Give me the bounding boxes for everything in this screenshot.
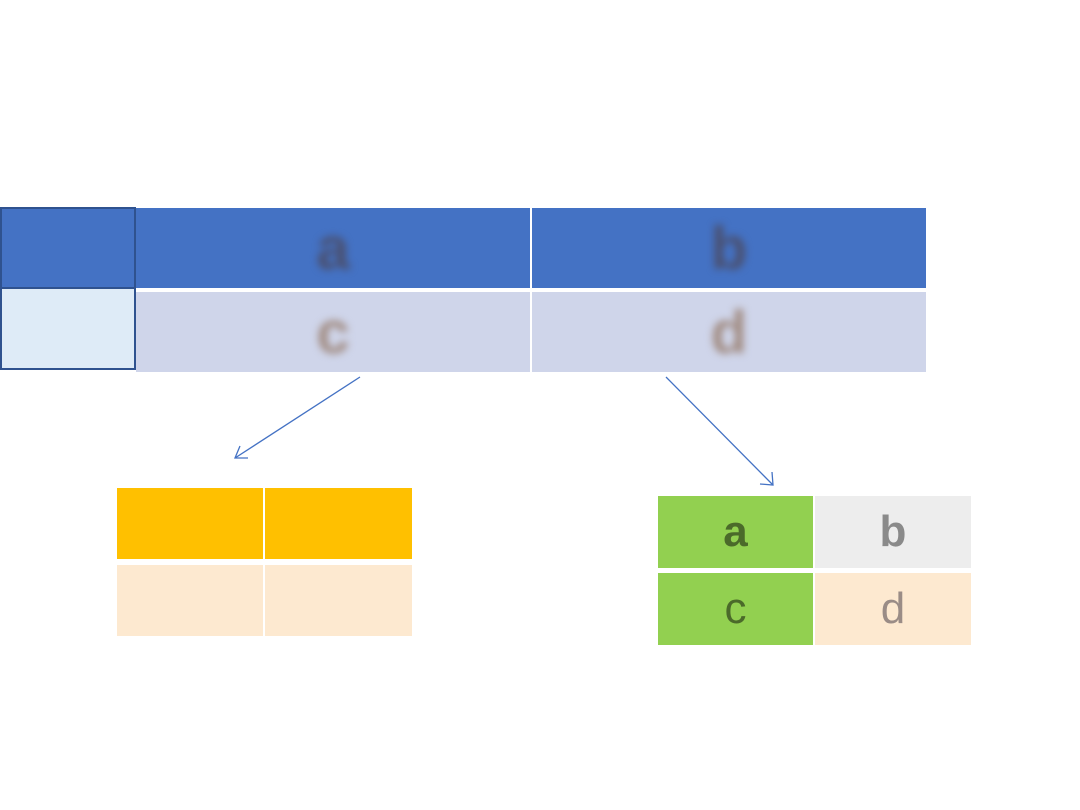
right-table-cell-b: b: [815, 496, 971, 568]
right-table-cell-c: c: [658, 573, 813, 645]
right-table-cell-b-text: b: [879, 507, 907, 556]
right-arrow-line: [665, 376, 774, 486]
right-arrow-head: [759, 471, 774, 486]
right-table-cell-d: d: [815, 573, 971, 645]
main-table-cell-c-text: c: [316, 298, 350, 366]
main-table-cell-a: a: [136, 208, 530, 288]
main-table-row-header-bottom: [0, 289, 136, 370]
right-table-cell-d-text: d: [880, 584, 906, 633]
main-table-row-header-top: [0, 207, 136, 289]
main-table-cell-d: d: [532, 292, 926, 372]
right-table-cell-a-text: a: [723, 507, 748, 556]
right-table-cell-a: a: [658, 496, 813, 568]
main-table-cell-d-text: d: [710, 298, 748, 366]
left-table-cell-top-left: [117, 488, 263, 559]
left-table-cell-bottom-right: [265, 565, 412, 636]
left-table-cell-bottom-left: [117, 565, 263, 636]
left-arrow-head: [234, 445, 248, 459]
left-table-cell-top-right: [265, 488, 412, 559]
left-arrow-line: [234, 376, 361, 459]
main-table-cell-b-text: b: [710, 214, 748, 282]
main-table-cell-c: c: [136, 292, 530, 372]
right-table-cell-c-text: c: [724, 584, 747, 633]
main-table-cell-a-text: a: [316, 214, 350, 282]
main-table-cell-b: b: [532, 208, 926, 288]
